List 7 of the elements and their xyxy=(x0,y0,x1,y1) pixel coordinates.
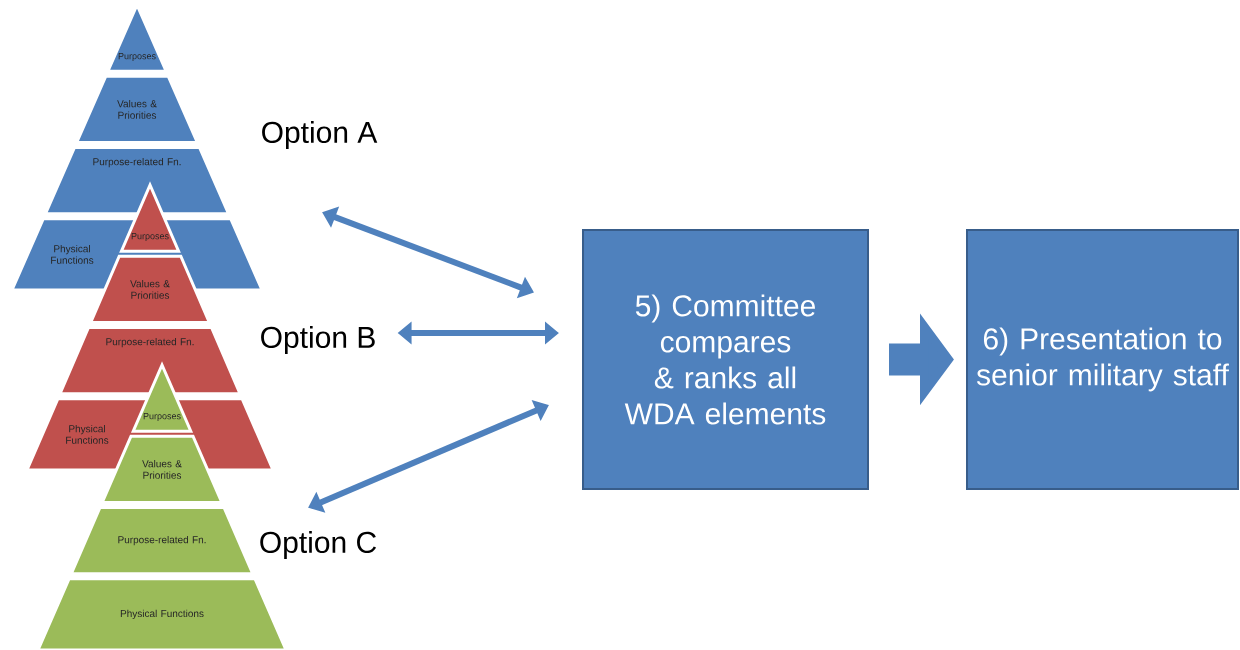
option-label: Option B xyxy=(261,326,375,354)
process-box: 5) Committee compares & ranks all WDA elements xyxy=(582,229,869,490)
option-label: Option A xyxy=(262,121,378,149)
arrow xyxy=(308,399,549,513)
option-label: Option C xyxy=(260,531,377,559)
process-box: 6) Presentation to senior military staff xyxy=(966,229,1239,490)
pyramid-level: Purpose-related Fn. xyxy=(43,146,231,216)
